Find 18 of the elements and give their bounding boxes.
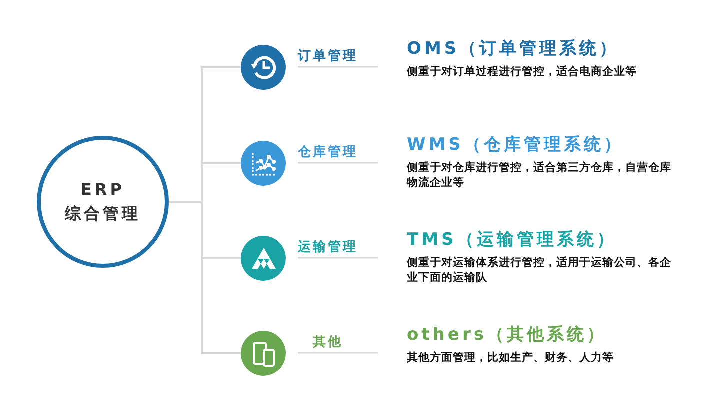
system-title: TMS（运输管理系统） — [407, 229, 617, 251]
category-label: 订单管理 — [296, 48, 359, 65]
system-title: OMS（订单管理系统） — [407, 38, 620, 60]
description-text: 侧重于对运输体系进行管控，适用于运输公司、各企业下面的运输队 — [407, 255, 672, 285]
icon-circle — [241, 141, 286, 186]
category-label: 仓库管理 — [296, 144, 359, 161]
description-text: 侧重于对仓库进行管控，适合第三方仓库，自营仓库物流企业等 — [407, 160, 672, 190]
description-text: 其他方面管理，比如生产、财务、人力等 — [407, 350, 615, 365]
category-label: 其他 — [312, 334, 344, 351]
hub-text: ERP — [81, 179, 125, 201]
hub-text: 综合管理 — [65, 203, 141, 225]
icon-circle — [241, 331, 286, 376]
icon-circle — [241, 236, 286, 281]
system-title: WMS（仓库管理系统） — [407, 134, 624, 156]
icon-circle — [241, 45, 286, 90]
description-text: 侧重于对订单过程进行管控，适合电商企业等 — [407, 64, 638, 79]
category-label: 运输管理 — [297, 239, 359, 256]
system-title: others（其他系统） — [407, 324, 607, 346]
